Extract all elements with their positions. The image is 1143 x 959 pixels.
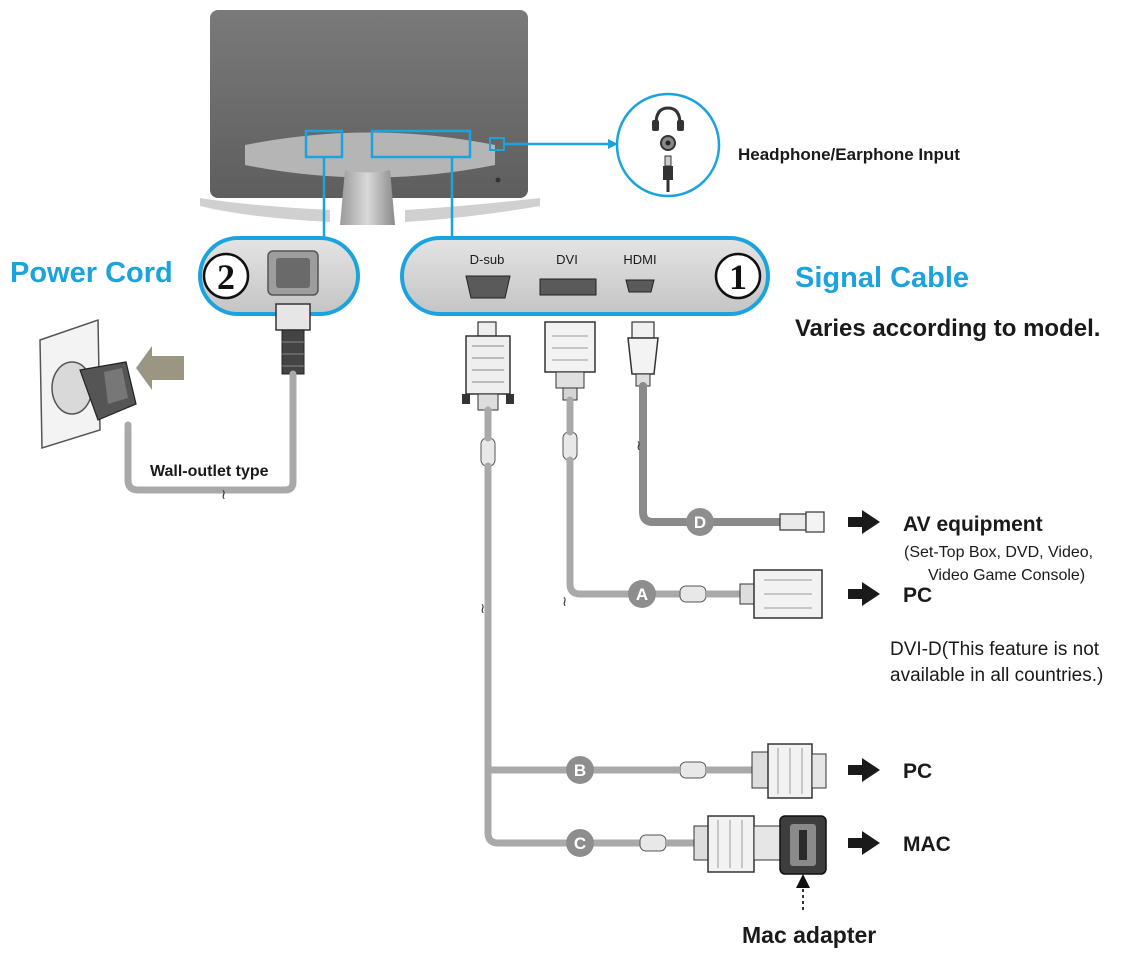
dsub-end-connector-b: [640, 743, 827, 799]
callout-arrowhead: [608, 139, 618, 149]
port-dsub-label: D-sub: [470, 252, 505, 267]
power-panel: [198, 236, 360, 316]
wall-outlet-label: Wall-outlet type: [150, 463, 269, 480]
arrow-av-icon: [848, 510, 880, 534]
cable-break-hdmi: ≀: [636, 437, 641, 453]
wall-socket-icon: [39, 318, 137, 450]
badge-a: A: [628, 580, 656, 608]
badge-b-text: B: [574, 761, 586, 780]
target-pc-dvi-label: PC: [903, 584, 932, 607]
target-av-note2: Video Game Console): [928, 567, 1085, 584]
monitor-back: [200, 10, 540, 225]
badge-c: C: [566, 829, 594, 857]
signal-panel: [400, 236, 770, 316]
headphone-label: Headphone/Earphone Input: [738, 145, 960, 164]
target-mac-label: MAC: [903, 833, 951, 856]
power-cord-label: Power Cord: [10, 257, 173, 289]
dvi-end-connector: [679, 569, 823, 619]
dvi-cable: [566, 396, 684, 598]
dsub-end-connector-c: [639, 815, 781, 873]
dvi-port-icon: [539, 278, 597, 296]
port-dvi-label: DVI: [556, 252, 578, 267]
cable-break-power: ≀: [221, 486, 226, 502]
dsub-ferrite: [480, 437, 496, 467]
mac-adapter-icon: [779, 815, 827, 875]
hdmi-cable-head: [627, 321, 659, 387]
arrow-pc-dsub-icon: [848, 758, 880, 782]
arrow-pc-dvi-icon: [848, 582, 880, 606]
target-pc-dvi-note1: DVI-D(This feature is not: [890, 639, 1100, 660]
power-cable: [124, 370, 297, 494]
hdmi-port-icon: [625, 279, 655, 293]
badge-d-text: D: [694, 513, 706, 532]
varies-label: Varies according to model.: [795, 315, 1100, 342]
cable-break-dsub: ≀: [480, 600, 485, 616]
target-pc-dvi-note2: available in all countries.): [890, 665, 1103, 686]
arrow-mac-icon: [848, 831, 880, 855]
signal-number-circle: [714, 252, 762, 300]
dvi-cable-head: [544, 321, 596, 401]
mac-adapter-pointer: [796, 874, 810, 910]
port-hdmi-label: HDMI: [623, 252, 656, 267]
callout-lines: [322, 142, 608, 240]
badge-a-text: A: [636, 585, 648, 604]
headphone-callout: [615, 92, 721, 198]
power-number: 2: [217, 257, 235, 297]
dsub-cable-head: [462, 321, 514, 411]
dvi-ferrite: [562, 431, 578, 461]
signal-cable-label: Signal Cable: [795, 262, 969, 294]
badge-d: D: [686, 508, 714, 536]
dsub-port-icon: [465, 275, 511, 299]
badge-b: B: [566, 756, 594, 784]
target-av-note1: (Set-Top Box, DVD, Video,: [904, 544, 1093, 561]
insert-arrow-icon: [136, 346, 184, 390]
target-av-label: AV equipment: [903, 513, 1043, 536]
hdmi-end-connector: [779, 511, 825, 533]
hdmi-cable: [639, 382, 784, 526]
target-pc-dsub-label: PC: [903, 760, 932, 783]
cable-break-dvi: ≀: [562, 593, 567, 609]
power-plug: [275, 303, 311, 375]
signal-number: 1: [729, 257, 747, 297]
wall-outlet-label-bg: [148, 457, 284, 481]
mac-adapter-label: Mac adapter: [742, 922, 876, 948]
power-number-circle: [202, 252, 250, 300]
dsub-cable: [484, 406, 644, 847]
badge-c-text: C: [574, 834, 586, 853]
